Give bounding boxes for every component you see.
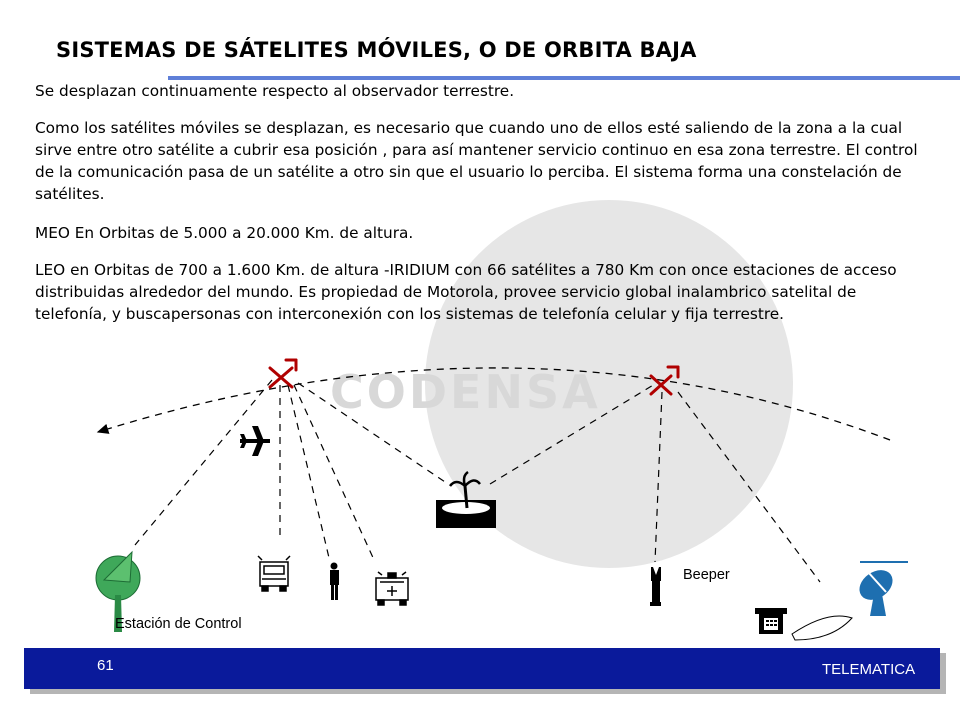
satellite-icon xyxy=(268,358,298,389)
link-line xyxy=(489,383,656,485)
satellite-dish-icon xyxy=(859,561,908,616)
link-line xyxy=(677,391,821,583)
control-station-label: Estación de Control xyxy=(115,616,242,632)
beeper-person-icon xyxy=(650,567,661,606)
ambulance-icon xyxy=(375,571,409,606)
link-line xyxy=(293,384,376,563)
paragraph-2: Como los satélites móviles se desplazan,… xyxy=(35,119,918,203)
island-icon xyxy=(436,470,496,528)
person-icon xyxy=(330,562,339,600)
title-rule xyxy=(168,76,960,80)
link-line xyxy=(287,384,331,563)
orbit-arc xyxy=(96,367,891,441)
airplane-icon xyxy=(240,426,270,456)
paragraph-1: Se desplazan continuamente respecto al o… xyxy=(35,82,515,100)
satellite-icon xyxy=(649,365,680,396)
telephone-icon xyxy=(755,608,853,641)
control-station-icon xyxy=(95,550,141,632)
fire-truck-icon xyxy=(257,555,291,592)
page-number: 61 xyxy=(97,657,114,674)
paragraph-3: MEO En Orbitas de 5.000 a 20.000 Km. de … xyxy=(35,224,414,242)
footer-bar xyxy=(24,648,940,689)
page-title: SISTEMAS DE SÁTELITES MÓVILES, O DE ORBI… xyxy=(56,38,697,62)
link-line xyxy=(297,382,449,485)
link-line xyxy=(654,391,663,563)
footer-label: TELEMATICA xyxy=(822,661,916,678)
beeper-label: Beeper xyxy=(683,567,730,583)
paragraph-4: LEO en Orbitas de 700 a 1.600 Km. de alt… xyxy=(35,261,897,323)
link-line xyxy=(134,379,273,546)
